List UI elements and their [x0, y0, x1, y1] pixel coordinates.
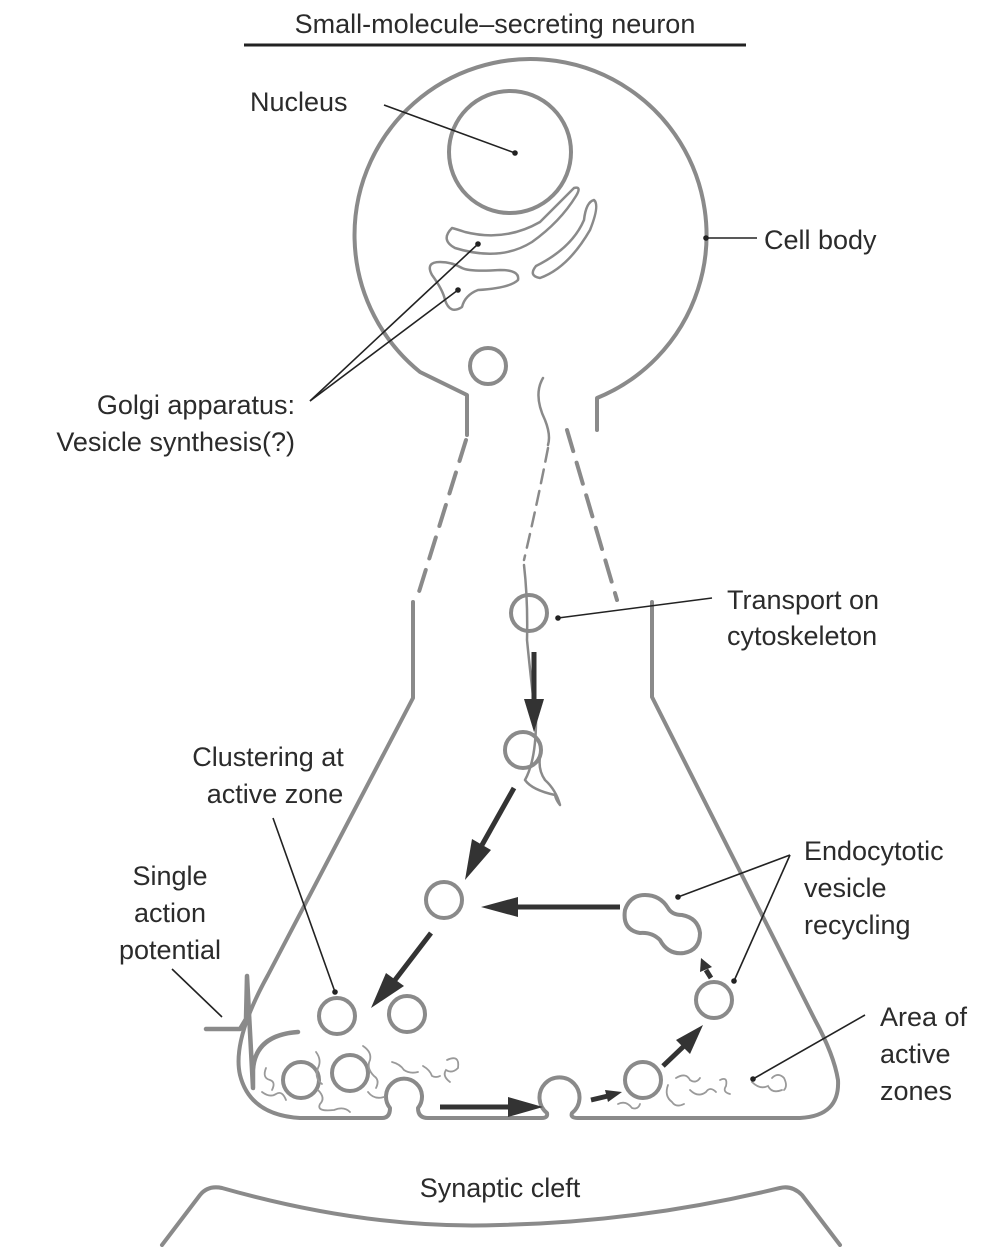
- label-action-3: potential: [119, 935, 221, 965]
- axon-left-dashed: [416, 438, 468, 597]
- leader-lines: [171, 104, 866, 1082]
- label-area-1: Area of: [880, 1002, 968, 1032]
- arrow-down-transport: [524, 652, 544, 732]
- label-area-2: active: [880, 1039, 951, 1069]
- vesicle-fusing: [622, 892, 703, 956]
- vesicle-transport-2: [503, 730, 543, 770]
- label-action-1: Single: [132, 861, 207, 891]
- vesicle-cluster-2: [387, 994, 427, 1034]
- label-endocytotic-3: recycling: [804, 910, 911, 940]
- arrow-to-middle-vesicle: [465, 786, 517, 880]
- active-zone-proteins: [261, 1045, 787, 1113]
- cytoskeleton-dashed: [522, 446, 550, 562]
- vesicle-docked-1: [281, 1060, 321, 1100]
- vesicle-transport-1: [509, 593, 549, 633]
- label-golgi-2: Vesicle synthesis(?): [56, 427, 295, 457]
- label-clustering-2: active zone: [207, 779, 344, 809]
- action-potential-trace: [203, 973, 301, 1091]
- vesicle-recycling: [694, 980, 734, 1020]
- arrow-small-2: [700, 958, 714, 980]
- postsynaptic-membrane: [160, 1185, 842, 1247]
- vesicle-soma: [468, 346, 508, 386]
- label-area-3: zones: [880, 1076, 952, 1106]
- label-synaptic-cleft: Synaptic cleft: [420, 1173, 581, 1203]
- terminal-membrane: [236, 600, 841, 1120]
- nucleus-shape: [447, 89, 573, 215]
- diagram-title: Small-molecule–secreting neuron: [295, 9, 696, 39]
- label-clustering-1: Clustering at: [192, 742, 344, 772]
- vesicle-cluster-1: [317, 996, 357, 1036]
- label-cell-body: Cell body: [764, 225, 877, 255]
- golgi-apparatus: [428, 186, 598, 312]
- label-action-2: action: [134, 898, 206, 928]
- cell-body-membrane: [352, 57, 709, 407]
- vesicle-endocytosed: [623, 1060, 663, 1100]
- vesicle-middle: [424, 880, 464, 920]
- label-endocytotic-2: vesicle: [804, 873, 887, 903]
- label-endocytotic-1: Endocytotic: [804, 836, 944, 866]
- arrow-from-endosome: [481, 897, 620, 917]
- cytoskeleton-filament: [537, 376, 551, 447]
- arrow-to-cluster: [371, 931, 433, 1008]
- label-nucleus: Nucleus: [250, 87, 348, 117]
- label-transport-1: Transport on: [727, 585, 879, 615]
- arrow-exocytosis: [440, 1097, 543, 1117]
- arrow-up-recycle: [661, 1025, 703, 1068]
- label-golgi-1: Golgi apparatus:: [97, 390, 295, 420]
- arrow-small-1: [590, 1090, 622, 1103]
- label-transport-2: cytoskeleton: [727, 621, 877, 651]
- axon-right-dashed: [565, 428, 619, 602]
- cytoskeleton-filament-lower: [522, 563, 562, 807]
- vesicle-docked-2: [330, 1053, 370, 1093]
